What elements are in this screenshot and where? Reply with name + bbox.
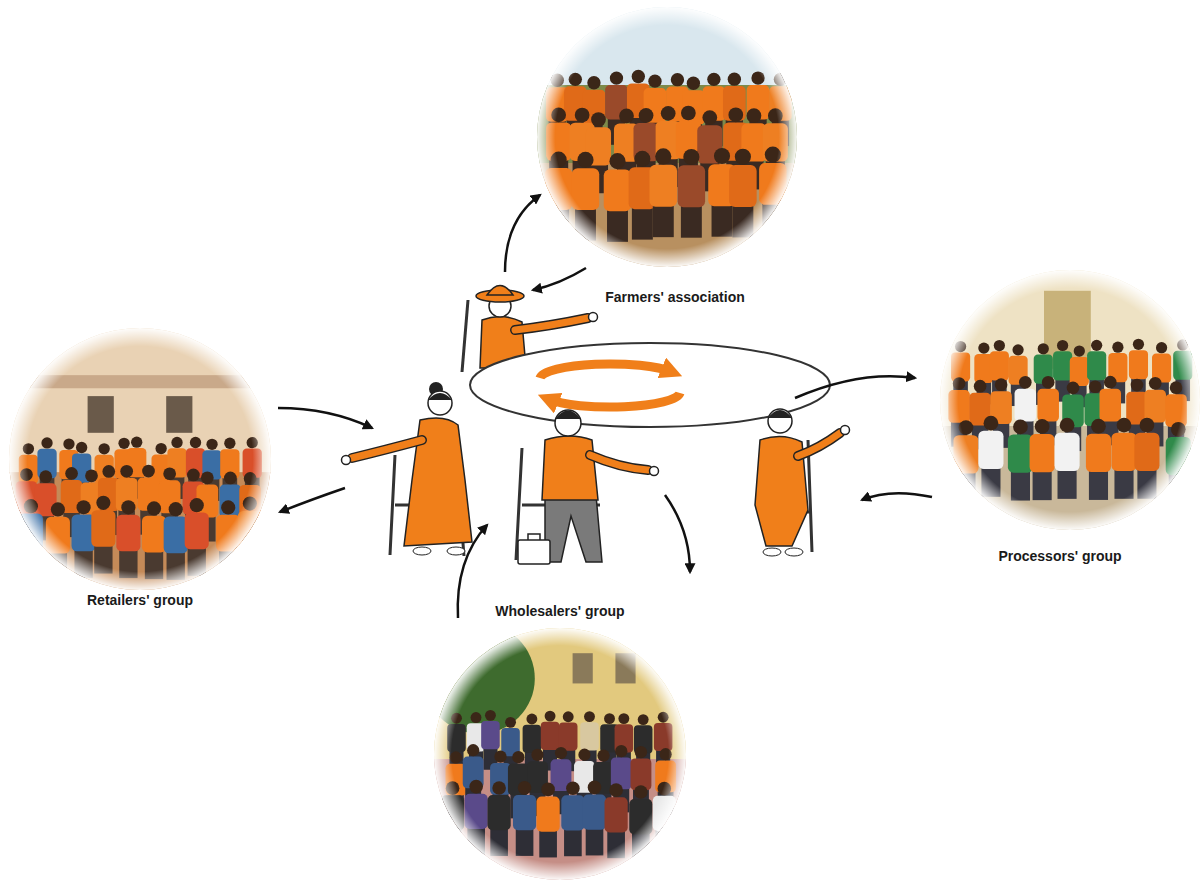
- foot: [447, 547, 465, 555]
- photo-fade: [9, 328, 271, 590]
- man-arm: [798, 433, 840, 456]
- flow-arrow: [665, 495, 690, 572]
- person-legs: [241, 543, 259, 574]
- group-photo: [9, 328, 271, 590]
- farmer-arm: [515, 318, 588, 330]
- man-hair: [555, 411, 581, 420]
- farmer-hat: [487, 286, 513, 296]
- photo-fade: [434, 628, 686, 880]
- photo-content: [537, 7, 797, 267]
- briefcase: [518, 540, 550, 564]
- man-hair: [768, 410, 792, 418]
- group-photo: [537, 7, 797, 267]
- photo-content: [940, 270, 1200, 530]
- group-label: Farmers' association: [605, 289, 745, 306]
- flow-arrow: [280, 488, 345, 512]
- man-head: [768, 409, 792, 433]
- photo-fade: [537, 7, 797, 267]
- chair: [462, 300, 468, 372]
- group-label: Processors' group: [998, 548, 1121, 565]
- flow-arrow: [458, 525, 487, 618]
- group-label: Retailers' group: [87, 592, 193, 609]
- woman-arm: [352, 440, 422, 458]
- cycle-arrow: [548, 393, 680, 407]
- man-arm: [590, 455, 648, 470]
- man-arm: [798, 433, 840, 456]
- briefcase: [528, 534, 540, 540]
- woman-head: [428, 391, 452, 415]
- foot: [785, 548, 803, 556]
- flow-arrow: [862, 493, 932, 500]
- person-legs: [444, 826, 462, 856]
- photo-circle: [9, 328, 271, 590]
- foot: [413, 547, 431, 555]
- hand: [342, 456, 351, 465]
- photo-content: [434, 628, 686, 880]
- photo-fade: [940, 270, 1200, 530]
- photo-circle: [434, 628, 686, 880]
- farmer-arm: [515, 318, 588, 330]
- group-circle: Wholesalers' group: [434, 603, 686, 880]
- foot: [763, 548, 781, 556]
- man-head: [555, 410, 581, 436]
- group-circle: Farmers' association: [537, 7, 797, 306]
- cycle-arrow: [540, 364, 672, 378]
- man-arm: [590, 455, 648, 470]
- woman-hair: [428, 393, 452, 400]
- photo-circle: [940, 270, 1200, 530]
- group-photo: [434, 628, 686, 880]
- group-label: Wholesalers' group: [495, 603, 624, 620]
- hand: [841, 426, 850, 435]
- flow-arrow: [505, 195, 540, 272]
- group-photo: [940, 270, 1200, 530]
- flow-arrow: [795, 376, 915, 398]
- flow-arrow: [533, 268, 586, 290]
- group-circle: Retailers' group: [9, 328, 271, 609]
- person-legs: [22, 545, 40, 576]
- man-shirt: [542, 436, 598, 500]
- photo-content: [9, 328, 271, 590]
- woman-arm: [352, 440, 422, 458]
- hand: [589, 313, 598, 322]
- flow-arrow: [278, 408, 372, 428]
- hand: [650, 467, 659, 476]
- photo-circle: [537, 7, 797, 267]
- round-table: [470, 343, 830, 427]
- man-trousers: [545, 495, 602, 562]
- group-circle: Processors' group: [940, 270, 1200, 565]
